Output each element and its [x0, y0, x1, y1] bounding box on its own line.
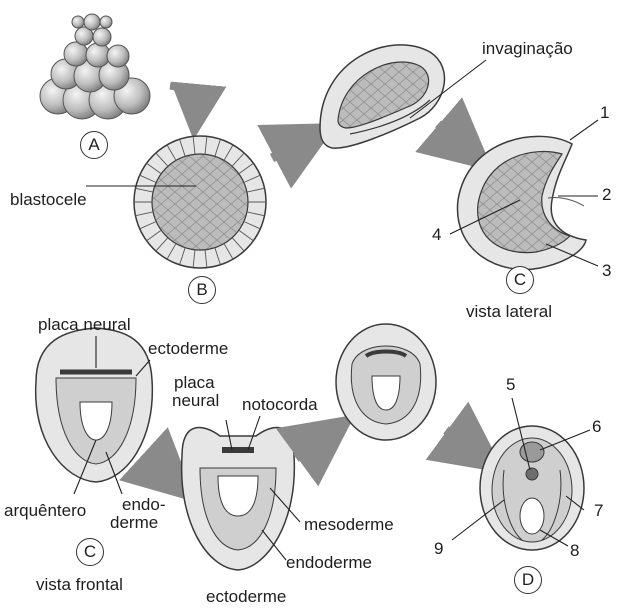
stage-a-marker: A: [80, 131, 108, 159]
arrow-cf-next: [146, 456, 170, 478]
stage-c-lateral-marker: C: [506, 266, 534, 294]
label-blastocele: blastocele: [10, 191, 87, 209]
number-7: 7: [594, 502, 603, 520]
label-placa: placa: [174, 374, 215, 392]
label-placa-neural-1: placa neural: [38, 316, 131, 334]
arrow-a-b: [170, 86, 196, 112]
arrow-n2-d: [446, 430, 476, 452]
label-arquentero: arquêntero: [4, 502, 86, 520]
number-4: 4: [432, 226, 441, 244]
label-endo: endo-: [122, 496, 165, 514]
number-5: 5: [506, 376, 515, 394]
blastula-b: [134, 136, 266, 268]
label-invaginacao: invaginação: [482, 40, 573, 58]
neurula-d: [480, 426, 584, 550]
label-derme: derme: [110, 514, 158, 532]
arrow-b-inv: [272, 140, 306, 158]
label-ectoderme-2: ectoderme: [206, 588, 286, 606]
arrow-inv-c: [438, 124, 466, 148]
label-neural: neural: [172, 392, 219, 410]
arrow-n1-n2: [296, 436, 326, 458]
stage-b-marker: B: [188, 276, 216, 304]
number-1: 1: [600, 104, 609, 122]
number-6: 6: [592, 418, 601, 436]
number-3: 3: [602, 262, 611, 280]
stage-c-frontal-marker: C: [76, 538, 104, 566]
label-mesoderme: mesoderme: [304, 516, 394, 534]
label-vista-frontal: vista frontal: [36, 576, 123, 594]
number-9: 9: [434, 540, 443, 558]
stage-d-marker: D: [514, 566, 542, 594]
morula-a: [40, 14, 150, 119]
label-vista-lateral: vista lateral: [466, 303, 552, 321]
neurula-middle: [336, 324, 436, 440]
invagination-embryo: [320, 45, 444, 148]
label-endoderme: endoderme: [286, 554, 372, 572]
number-8: 8: [570, 542, 579, 560]
gastrula-frontal: [36, 328, 153, 482]
gastrula-lateral: [457, 136, 586, 269]
number-2: 2: [602, 186, 611, 204]
label-ectoderme-1: ectoderme: [148, 340, 228, 358]
label-notocorda: notocorda: [242, 396, 318, 414]
